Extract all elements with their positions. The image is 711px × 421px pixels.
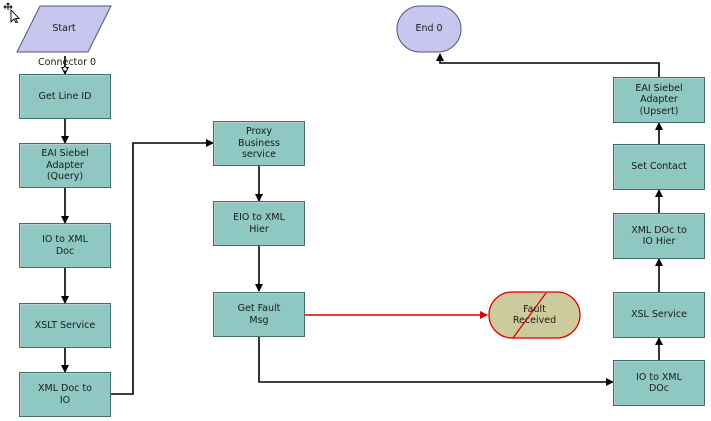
end-node[interactable]: End 0 [415, 23, 443, 35]
step-get-fault-msg[interactable]: Get Fault Msg [213, 292, 305, 337]
step-xslt-service[interactable]: XSLT Service [19, 303, 111, 348]
fault-received-node[interactable]: Fault Received [512, 303, 557, 327]
step-get-line-id[interactable]: Get Line ID [19, 74, 111, 119]
connector-xml-doc-to-io-to-proxy[interactable] [111, 139, 214, 395]
fault-strike-line [512, 292, 547, 339]
step-io-to-xml-doc-2[interactable]: IO to XML DOc [613, 360, 705, 406]
move-cursor-icon [3, 2, 20, 23]
end-shape[interactable] [396, 5, 462, 53]
step-eio-to-xml-hier[interactable]: EIO to XML Hier [213, 201, 305, 246]
connector-0-handle[interactable] [62, 66, 68, 72]
fault-received-shape[interactable] [488, 291, 581, 339]
step-set-contact[interactable]: Set Contact [613, 144, 705, 190]
step-xml-doc-to-io-hier[interactable]: XML DOc to IO Hier [613, 213, 705, 259]
step-eai-siebel-adapter-query[interactable]: EAI Siebel Adapter (Query) [19, 143, 111, 188]
step-proxy-business-service[interactable]: Proxy Business service [213, 121, 305, 166]
step-io-to-xml-doc[interactable]: IO to XML Doc [19, 223, 111, 268]
start-node[interactable]: Start [52, 23, 76, 35]
start-shape[interactable] [16, 5, 112, 53]
connector-eai-upsert-to-end[interactable] [436, 53, 660, 77]
step-xml-doc-to-io[interactable]: XML Doc to IO [19, 372, 111, 417]
step-eai-siebel-adapter-upsert[interactable]: EAI Siebel Adapter (Upsert) [613, 77, 705, 123]
connector-get-fault-to-io-to-xml-doc[interactable] [258, 337, 614, 386]
connector-label: Connector 0 [38, 57, 97, 68]
step-xsl-service[interactable]: XSL Service [613, 292, 705, 338]
